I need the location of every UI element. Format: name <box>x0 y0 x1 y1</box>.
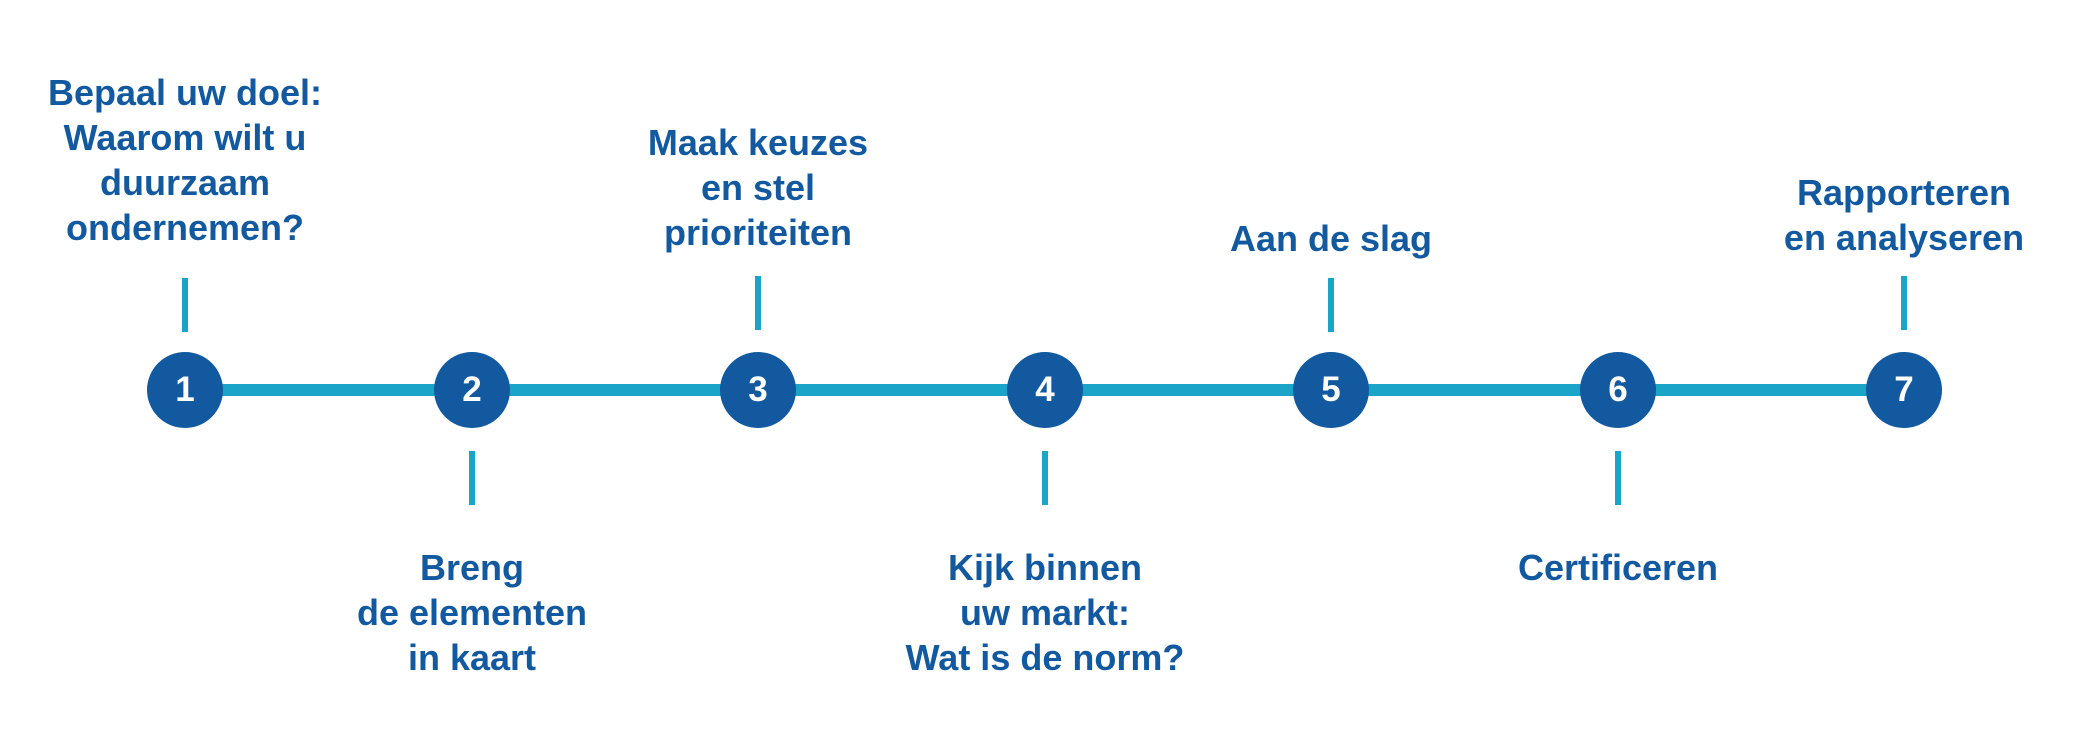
step-4-connector <box>1042 451 1048 505</box>
step-2-label: Breng de elementen in kaart <box>356 547 588 678</box>
step-1-node: 1 <box>147 352 223 428</box>
step-5-connector <box>1328 278 1334 332</box>
step-6-node: 6 <box>1580 352 1656 428</box>
step-3-connector <box>755 276 761 330</box>
step-5-label: Aan de slag <box>1229 218 1433 259</box>
step-2-connector <box>469 451 475 505</box>
step-4-node: 4 <box>1007 352 1083 428</box>
step-1-connector <box>182 278 188 332</box>
step-7-node: 7 <box>1866 352 1942 428</box>
step-2-node: 2 <box>434 352 510 428</box>
step-7-connector <box>1901 276 1907 330</box>
step-3-node: 3 <box>720 352 796 428</box>
step-7-label: Rapporteren en analyseren <box>1783 172 2025 258</box>
step-3-label: Maak keuzes en stel prioriteiten <box>647 122 869 253</box>
step-6-connector <box>1615 451 1621 505</box>
step-4-label: Kijk binnen uw markt: Wat is de norm? <box>905 547 1185 678</box>
step-1-label: Bepaal uw doel: Waarom wilt u duurzaam o… <box>47 72 323 248</box>
step-6-label: Certificeren <box>1517 547 1719 588</box>
step-5-node: 5 <box>1293 352 1369 428</box>
